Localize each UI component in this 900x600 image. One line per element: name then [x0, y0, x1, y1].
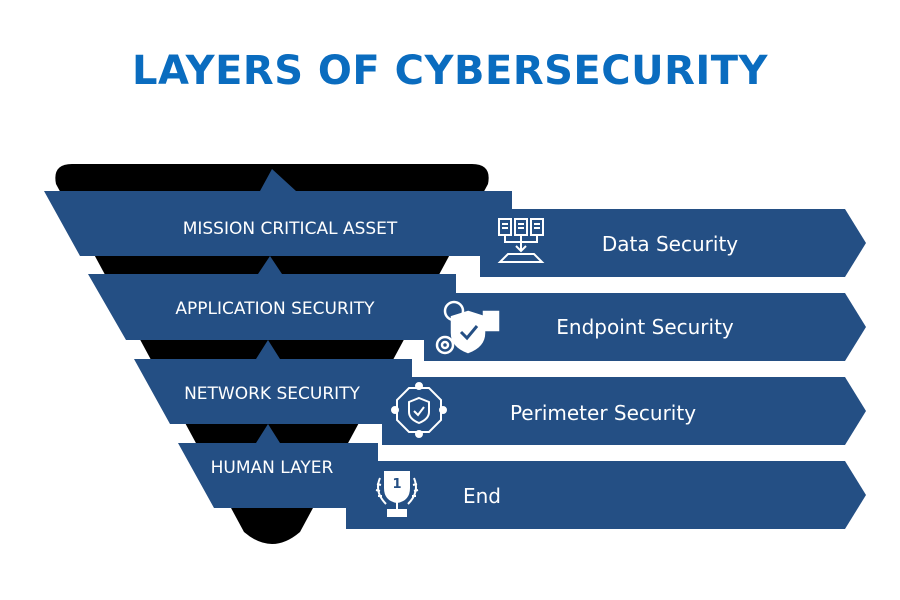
security-label-data-security: Data Security	[602, 232, 738, 256]
shield-network-nodes-icon	[391, 382, 447, 438]
security-label-endpoint-security: Endpoint Security	[556, 315, 734, 339]
trophy-number: 1	[392, 477, 401, 492]
right-band-data-security	[480, 209, 866, 277]
security-label-end: End	[463, 484, 501, 508]
left-panel-application-security	[88, 256, 456, 340]
right-band-endpoint-security	[424, 293, 866, 361]
right-band-perimeter-security	[382, 377, 866, 445]
shield-gear-magnifier-icon	[435, 300, 500, 355]
left-panel-network-security	[134, 340, 412, 424]
layer-label-mission-critical-asset: MISSION CRITICAL ASSET	[183, 219, 398, 239]
page-title: LAYERS OF CYBERSECURITY	[131, 48, 769, 94]
layer-label-application-security: APPLICATION SECURITY	[175, 299, 375, 319]
layer-label-network-security: NETWORK SECURITY	[184, 384, 360, 404]
layer-label-human-layer: HUMAN LAYER	[211, 458, 334, 478]
left-panel-mission-critical-asset	[44, 169, 512, 256]
left-panel-human-layer	[178, 424, 378, 508]
data-files-download-icon	[497, 218, 545, 263]
trophy-laurel-icon	[375, 471, 419, 517]
security-label-perimeter-security: Perimeter Security	[510, 401, 696, 425]
right-band-end	[346, 461, 866, 529]
